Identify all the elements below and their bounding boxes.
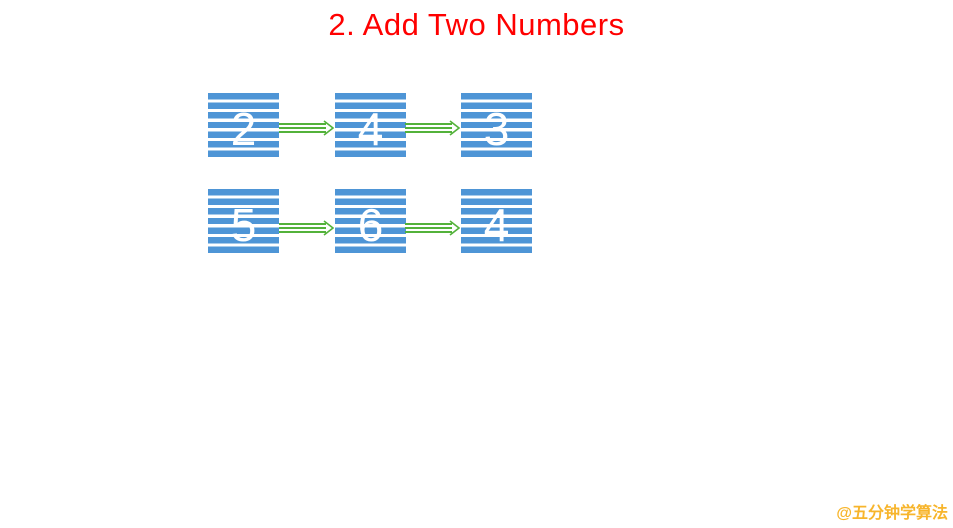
next-pointer-arrow-icon [405,120,460,136]
watermark: @五分钟学算法 [836,505,948,522]
node-value: 5 [230,199,257,251]
linked-list-row-1: 2 4 3 [208,93,533,157]
list-node: 4 [461,189,532,253]
next-pointer-arrow-icon [279,220,334,236]
list-node: 6 [335,189,406,253]
next-pointer-arrow-icon [405,220,460,236]
node-value: 3 [483,103,510,155]
list-node: 5 [208,189,279,253]
list-node: 2 [208,93,279,157]
linked-list-row-2: 5 6 4 [208,189,533,253]
node-value: 6 [357,199,384,251]
page-title: 2. Add Two Numbers [328,7,625,42]
list-node: 4 [335,93,406,157]
node-value: 4 [483,199,510,251]
node-value: 4 [357,103,384,155]
next-pointer-arrow-icon [279,120,334,136]
node-value: 2 [230,103,257,155]
list-node: 3 [461,93,532,157]
